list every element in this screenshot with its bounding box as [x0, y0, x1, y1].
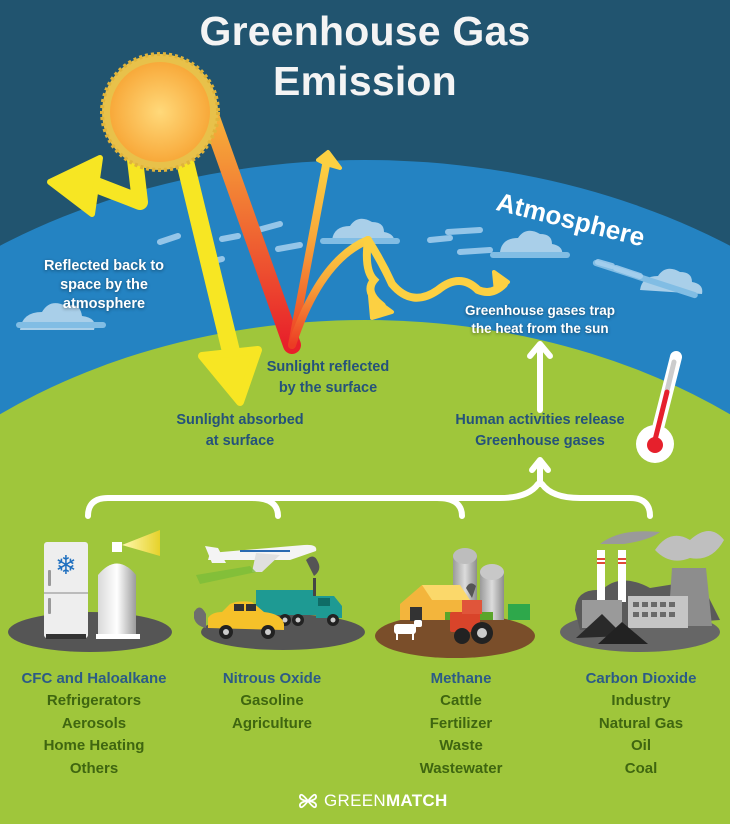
- farm-icon: [375, 548, 535, 658]
- source-item: Others: [69, 759, 119, 777]
- sun-icon: [100, 52, 220, 172]
- gas-name: CFC and Haloalkane: [21, 670, 167, 687]
- label-absorbed-at-surface: Sunlight absorbed at surface: [176, 412, 304, 449]
- label-reflected-to-space: Reflected back to space by the atmospher…: [43, 258, 165, 312]
- source-item: Wastewater: [419, 759, 503, 777]
- svg-text:❄: ❄: [55, 551, 77, 581]
- source-item: Refrigerators: [46, 692, 142, 709]
- transport-icon: [194, 544, 365, 650]
- label-human-activities: Human activities release Greenhouse gase…: [455, 412, 625, 449]
- source-item: Industry: [611, 692, 671, 709]
- gas-name: Carbon Dioxide: [585, 670, 697, 687]
- source-item: Waste: [439, 737, 483, 754]
- thermometer-icon: [636, 351, 682, 463]
- gas-name: Methane: [430, 670, 492, 687]
- source-item: Fertilizer: [429, 714, 493, 732]
- source-item: Coal: [624, 759, 658, 777]
- source-item: Gasoline: [240, 692, 304, 709]
- source-item: Home Heating: [43, 737, 145, 754]
- source-column-methane: Methane Cattle Fertilizer Waste Wastewat…: [371, 668, 551, 780]
- label-greenhouse-trap-heat: Greenhouse gases trap the heat from the …: [464, 303, 616, 336]
- label-reflected-by-surface: Sunlight reflected by the surface: [266, 359, 390, 396]
- page-title: Greenhouse Gas Emission: [199, 8, 531, 104]
- source-column-cfc: CFC and Haloalkane Refrigerators Aerosol…: [4, 668, 184, 780]
- source-item: Cattle: [440, 692, 482, 709]
- source-item: Agriculture: [231, 714, 312, 732]
- fridge-aerosol-icon: ❄: [8, 530, 172, 652]
- source-column-carbon-dioxide: Carbon Dioxide Industry Natural Gas Oil …: [551, 668, 730, 780]
- brand-logo: GREENMATCH: [298, 790, 448, 812]
- source-item: Natural Gas: [598, 714, 684, 732]
- bracket-connector: [85, 457, 653, 519]
- factory-icon: [560, 531, 724, 652]
- source-item: Aerosols: [61, 714, 127, 732]
- source-item: Oil: [630, 737, 651, 754]
- gas-name: Nitrous Oxide: [222, 670, 322, 687]
- clover-logo-icon: [299, 793, 317, 809]
- source-column-nitrous-oxide: Nitrous Oxide Gasoline Agriculture: [182, 668, 362, 735]
